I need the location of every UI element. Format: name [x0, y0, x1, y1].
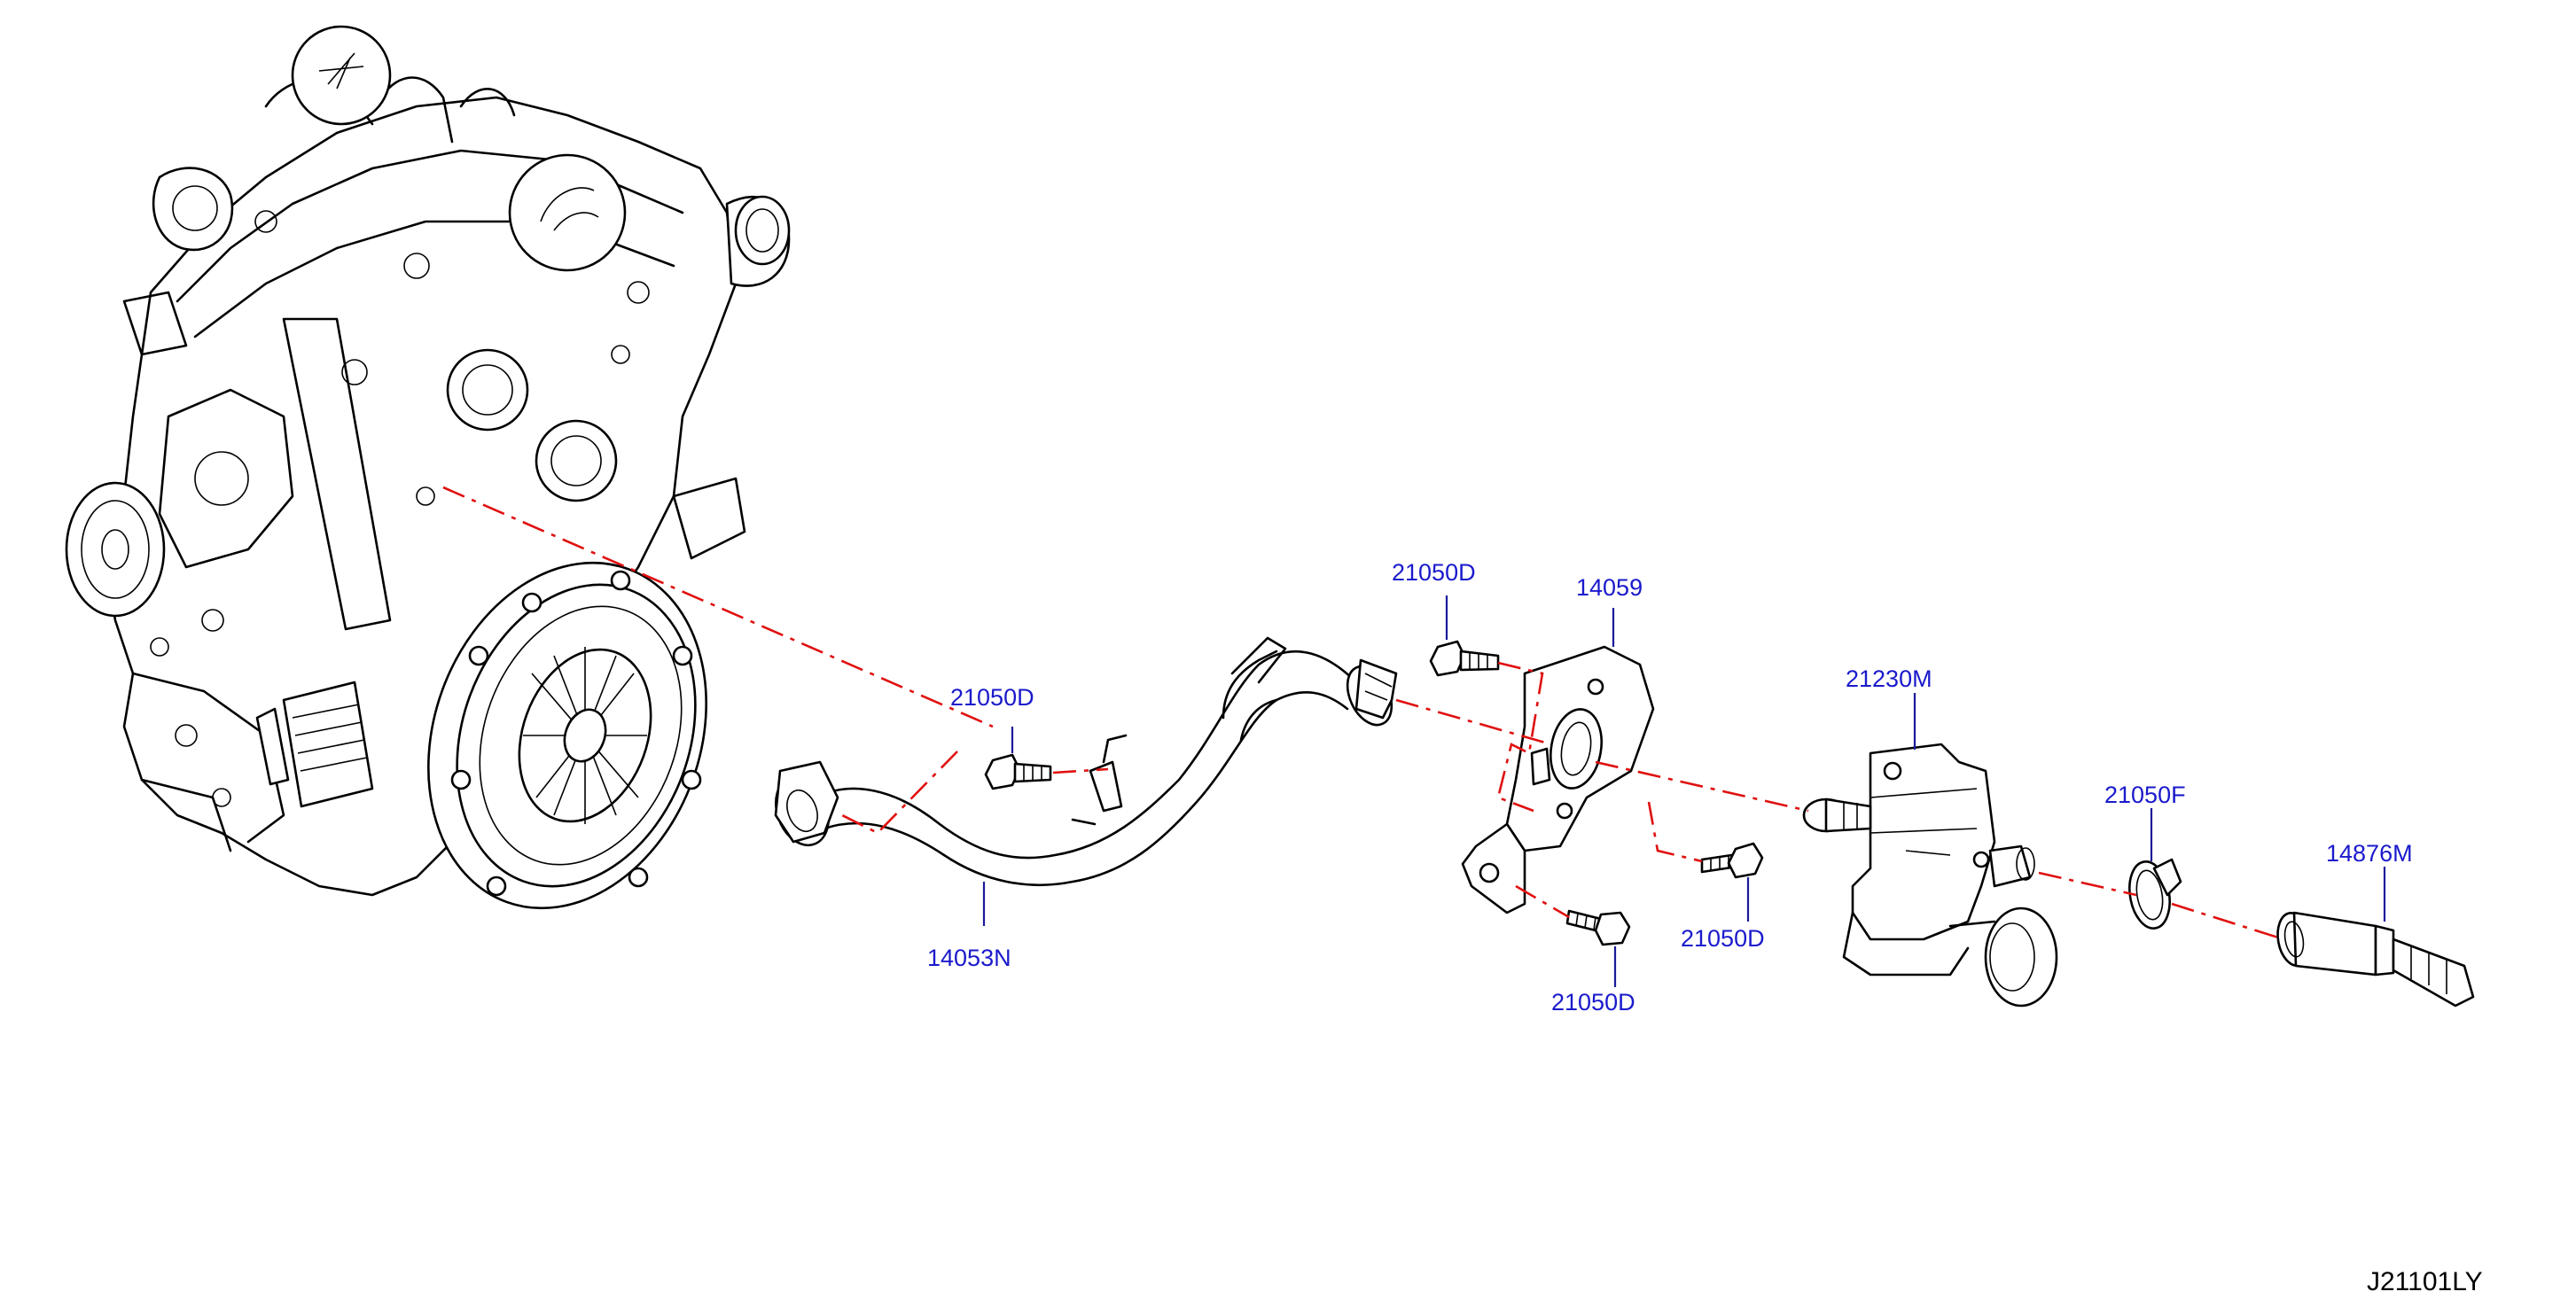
egr-plate	[1461, 645, 1655, 914]
label-bolt-lower-right: 21050D	[1681, 925, 1765, 952]
label-bolt-hose-bracket: 21050D	[950, 684, 1034, 711]
label-bolt-upper-left: 21050D	[1392, 559, 1476, 586]
center-lines	[442, 486, 2279, 939]
connector-pipe	[2276, 911, 2475, 1008]
label-connector-pipe: 14876M	[2326, 840, 2413, 867]
hose-clamp	[2128, 858, 2182, 930]
engine-assembly	[65, 25, 791, 897]
egr-tube	[774, 636, 1398, 887]
egr-valve	[1802, 743, 2058, 1008]
label-egr-tube: 14053N	[927, 945, 1011, 971]
label-bolt-lower: 21050D	[1551, 989, 1635, 1015]
diagram-reference-code: J21101LY	[2367, 1267, 2483, 1296]
bolt-hose-bracket	[984, 753, 1052, 790]
bolt-lower-right	[1700, 842, 1764, 879]
label-clamp: 21050F	[2104, 782, 2186, 808]
part-labels: 21050D 21050D 14059 21230M 21050F 14876M…	[927, 559, 2413, 1015]
bolt-upper-left	[1429, 640, 1500, 677]
leader-lines	[982, 595, 2386, 987]
label-egr-valve: 21230M	[1846, 665, 1932, 692]
clutch-assembly	[427, 561, 707, 910]
label-gasket-14059: 14059	[1576, 574, 1643, 601]
bolt-lower	[1565, 909, 1631, 946]
